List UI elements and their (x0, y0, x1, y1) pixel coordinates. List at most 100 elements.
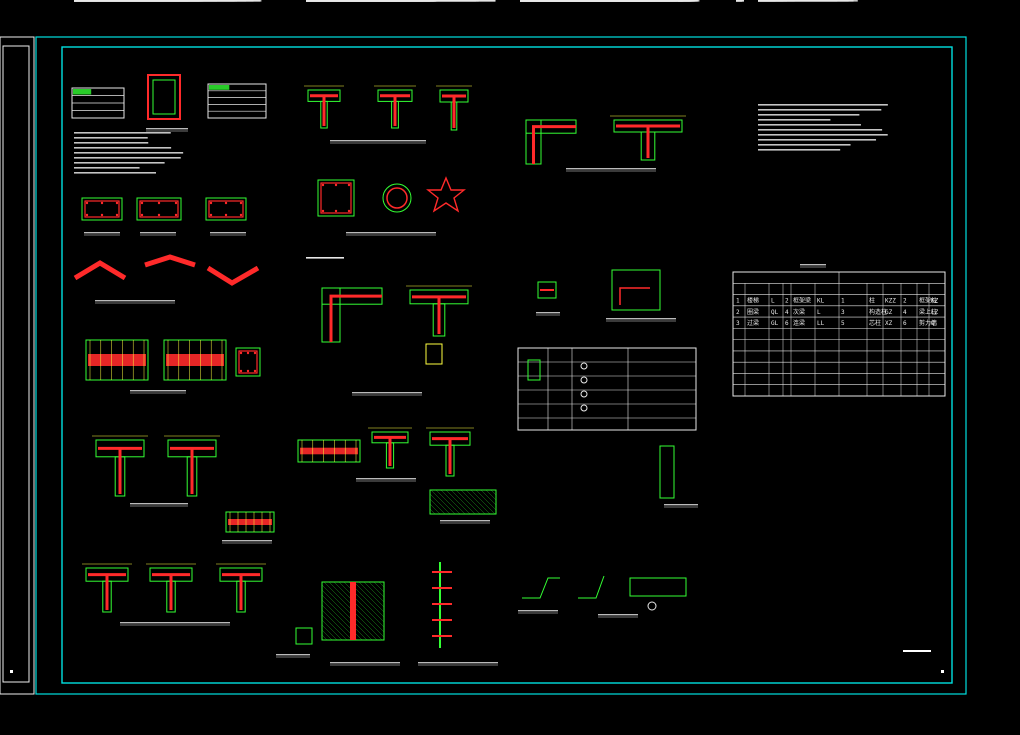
hatch-line (450, 489, 476, 515)
rebar-dot (334, 183, 338, 187)
hatch-line (429, 493, 451, 515)
left-title-panel (0, 36, 35, 695)
stair-detail (629, 577, 687, 597)
rebar-dot (224, 213, 228, 217)
detail-caption (330, 140, 426, 142)
detail-caption (130, 390, 186, 392)
rebar-dot (140, 213, 144, 217)
note-text-line (758, 124, 861, 126)
table-cell: QL (771, 309, 779, 316)
detail-caption (330, 662, 400, 664)
table-cell: 框架梁 (793, 297, 811, 305)
note-text-line (306, 0, 435, 2)
table-cell: 过梁 (747, 319, 759, 327)
hatch-line (429, 498, 446, 515)
note-text-line (758, 104, 888, 106)
detail-caption (346, 232, 436, 234)
rebar-dot (347, 183, 351, 187)
stair-detail (522, 577, 560, 599)
rebar-dot (100, 201, 104, 205)
rebar-dot (209, 213, 213, 217)
haunch-beam (206, 265, 260, 286)
haunch-beam (144, 254, 196, 268)
table-cell: L (771, 298, 775, 305)
note-text-line (74, 137, 148, 139)
outer-frame (35, 36, 967, 695)
hatch-line (333, 581, 385, 633)
table-cell: L (817, 309, 821, 316)
table-cell: 圈梁 (747, 308, 759, 316)
star-column (426, 176, 466, 213)
rebar-dot (321, 209, 325, 213)
table-cell: 连梁 (793, 319, 805, 327)
haunch-beam (73, 260, 127, 281)
table-cell: KZZ (885, 298, 896, 305)
table-cell: KL (817, 298, 825, 305)
detail-caption (210, 232, 246, 234)
hatch-line (321, 594, 368, 641)
stirrup (84, 200, 120, 218)
hatch-line (470, 489, 496, 515)
small-section (537, 281, 557, 299)
rebar-dot (115, 213, 119, 217)
note-text-line (74, 142, 149, 144)
table-cell: 3 (841, 309, 845, 316)
note-text-line (758, 134, 888, 136)
note-text-line (678, 0, 698, 2)
hatch-line (321, 619, 343, 641)
note-text-line (74, 172, 157, 174)
table-cell: 6 (903, 320, 907, 327)
hatch-line (378, 581, 385, 588)
rebar-band (329, 294, 382, 342)
section-outline (235, 347, 261, 377)
hatch-line (440, 489, 466, 515)
section-outline (317, 179, 355, 217)
rebar-dot (334, 209, 338, 213)
table-cell: 2 (785, 298, 789, 305)
note-text-line (74, 162, 165, 164)
rebar-dot (100, 213, 104, 217)
note-text-line (736, 0, 744, 2)
stirrup (139, 200, 179, 218)
stirrup (238, 350, 258, 374)
rebar-dot (347, 209, 351, 213)
detail-caption (664, 504, 698, 506)
hatch-line (321, 589, 373, 641)
hatch-line (321, 584, 378, 641)
note-text-line (74, 147, 172, 149)
hatch-line (429, 508, 436, 515)
detail-caption (800, 264, 826, 266)
table-cell: 1 (841, 298, 845, 305)
rebar-dot (174, 213, 178, 217)
table-cell: 2 (736, 309, 740, 316)
stirrup (320, 182, 352, 214)
hatch-line (373, 581, 385, 593)
note-text-line (758, 109, 882, 111)
column-detail (147, 74, 181, 120)
table-symbol (580, 376, 588, 384)
hatch-line (445, 489, 471, 515)
rebar-dot (85, 213, 89, 217)
table-cell: 次梁 (793, 308, 805, 316)
section-outline (81, 197, 123, 221)
joint-detail (611, 269, 661, 311)
rebar-dot (239, 201, 243, 205)
hatch-line (480, 489, 497, 506)
table-cell: 楼梯 (747, 297, 759, 305)
detail-caption (140, 232, 176, 234)
wall-detail (659, 445, 675, 499)
table-symbol (580, 362, 588, 370)
table-cell: 1 (736, 298, 740, 305)
inner-frame (61, 46, 953, 684)
hatch-line (455, 489, 481, 515)
beam-outline (163, 339, 227, 381)
hatch-box (429, 489, 497, 515)
hatch-line (435, 489, 461, 515)
table-cell: 4 (785, 309, 789, 316)
hatch-line (460, 489, 486, 515)
table-cell: 6 (785, 320, 789, 327)
detail-caption (418, 662, 498, 664)
detail-caption (566, 168, 656, 170)
hatch-line (328, 581, 385, 638)
